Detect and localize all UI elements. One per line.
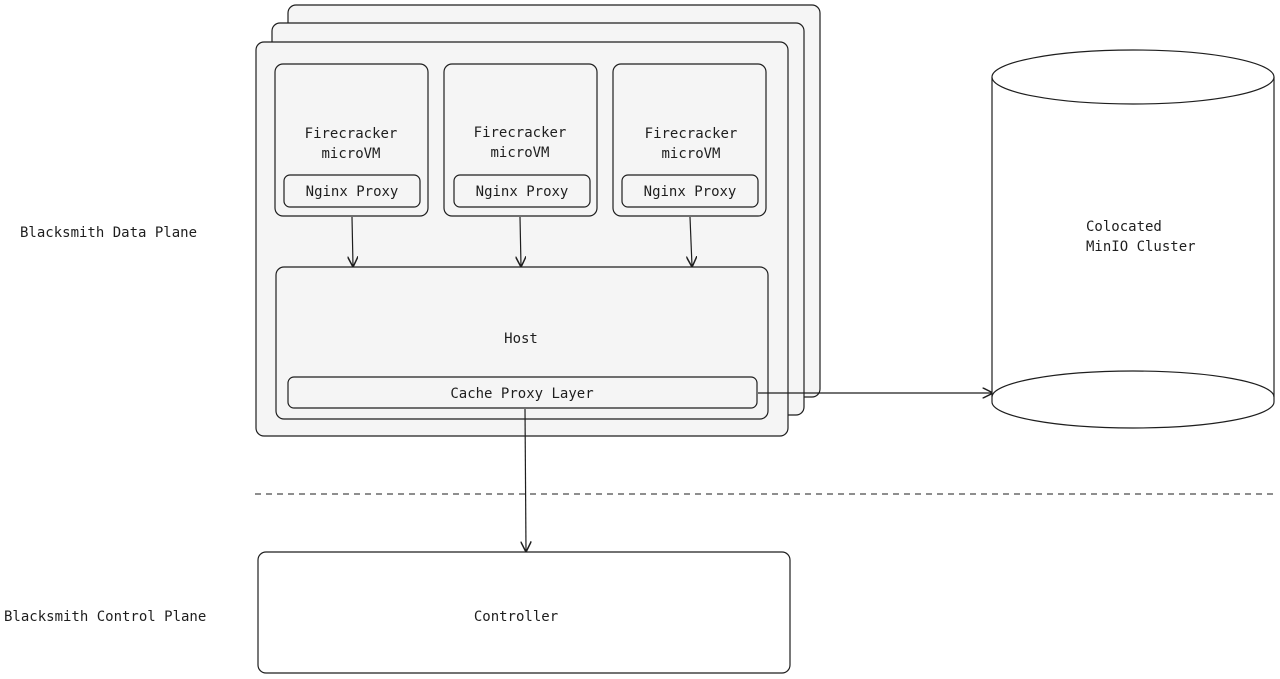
cache-proxy-layer-label: Cache Proxy Layer xyxy=(450,386,593,402)
arrow-vm3-to-host xyxy=(690,216,692,266)
microvm-2: Firecracker microVM Nginx Proxy xyxy=(443,63,598,217)
arrow-vm2-to-host xyxy=(520,216,521,266)
microvm-1-nginx-proxy-label: Nginx Proxy xyxy=(306,184,399,200)
storage-label-line1: Colocated xyxy=(1086,219,1162,235)
arrow-cache-to-controller xyxy=(525,408,526,551)
microvm-1: Firecracker microVM Nginx Proxy xyxy=(274,63,429,217)
microvm-3: Firecracker microVM Nginx Proxy xyxy=(612,63,767,217)
microvm-2-nginx-proxy xyxy=(453,174,591,208)
controller: Controller xyxy=(257,551,791,674)
microvm-1-nginx-proxy xyxy=(283,174,421,208)
microvm-3-nginx-proxy-label: Nginx Proxy xyxy=(644,184,737,200)
microvm-3-title-line2: microVM xyxy=(661,146,720,162)
microvm-3-nginx-proxy xyxy=(621,174,759,208)
controller-label: Controller xyxy=(474,609,558,625)
microvm-3-title-line1: Firecracker xyxy=(645,126,738,142)
microvm-2-title-line2: microVM xyxy=(490,145,549,161)
microvm-2-title-line1: Firecracker xyxy=(474,125,567,141)
microvm-1-title-line1: Firecracker xyxy=(305,126,398,142)
control-plane-label: Blacksmith Control Plane xyxy=(4,609,206,625)
minio-cluster-cylinder: Colocated MinIO Cluster xyxy=(991,49,1275,429)
cache-proxy-layer xyxy=(287,376,758,409)
storage-label-line2: MinIO Cluster xyxy=(1086,239,1196,255)
microvm-2-nginx-proxy-label: Nginx Proxy xyxy=(476,184,569,200)
microvm-1-title-line2: microVM xyxy=(321,146,380,162)
host: Host Cache Proxy Layer xyxy=(275,266,769,420)
host-label: Host xyxy=(504,331,538,347)
arrow-vm1-to-host xyxy=(352,216,353,266)
data-plane-label: Blacksmith Data Plane xyxy=(20,225,197,241)
